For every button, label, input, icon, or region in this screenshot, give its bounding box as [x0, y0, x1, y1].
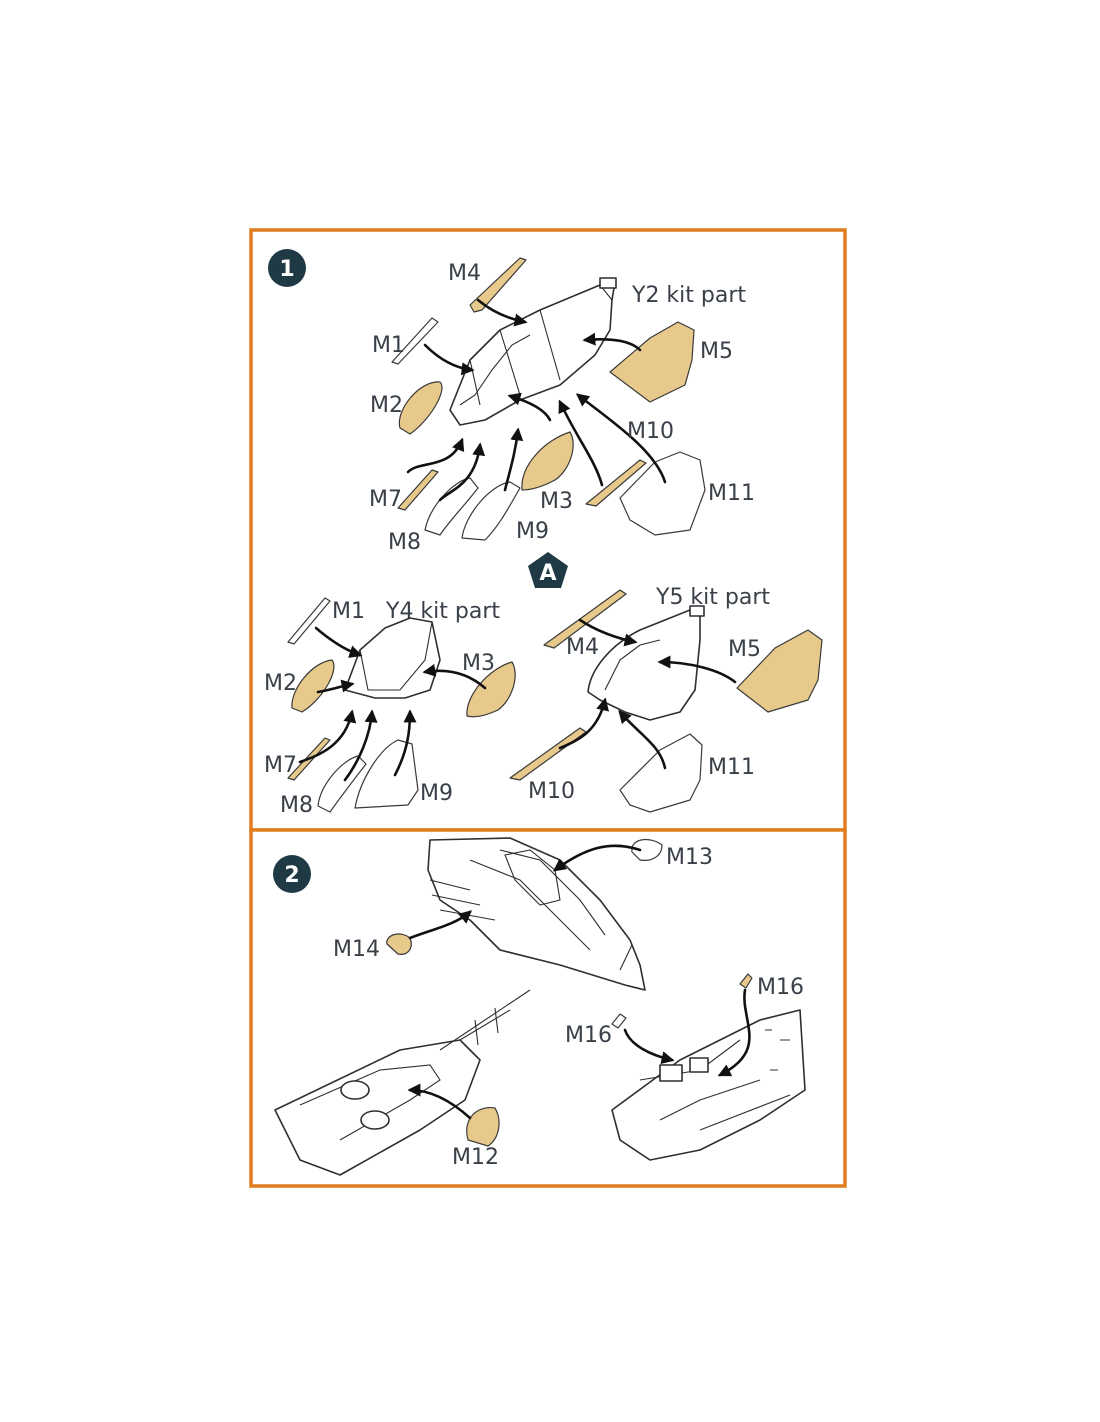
label-m14: M14 — [333, 937, 380, 962]
label-y4-m1: M1 — [332, 599, 365, 624]
mask-m16-top — [739, 973, 753, 989]
label-y4-m2: M2 — [264, 671, 297, 696]
mask-m7 — [397, 469, 439, 511]
label-m10: M10 — [627, 419, 674, 444]
mask-m9 — [461, 481, 521, 541]
mask-m3 — [521, 431, 574, 491]
label-m11: M11 — [708, 481, 755, 506]
canopy-y2-part — [449, 281, 616, 426]
label-m13: M13 — [666, 845, 713, 870]
mask-m4 — [469, 257, 527, 313]
label-m16-top: M16 — [757, 975, 804, 1000]
label-m12: M12 — [452, 1145, 499, 1170]
mask-y5-m5 — [736, 629, 823, 713]
cockpit-interior-assembly: M12 — [274, 989, 531, 1176]
mask-m5 — [609, 321, 695, 403]
mask-y4-m1 — [287, 597, 331, 645]
canopy-y5-assembly: Y5 kit part M4 M5 M11 M10 — [509, 585, 823, 813]
mask-y5-m11 — [619, 733, 703, 813]
label-y5-m10: M10 — [528, 779, 575, 804]
canopy-y5-part — [587, 609, 701, 721]
side-panel-part — [611, 1009, 806, 1161]
fuselage-nose-assembly: M13 M14 — [333, 837, 713, 991]
svg-text:A: A — [539, 561, 556, 586]
mask-m11 — [619, 451, 706, 536]
label-y4-m7: M7 — [264, 753, 297, 778]
label-m7: M7 — [369, 487, 402, 512]
mask-m13 — [631, 838, 663, 861]
label-y5-m5: M5 — [728, 637, 761, 662]
mask-m1 — [391, 317, 439, 365]
label-y5-m11: M11 — [708, 755, 755, 780]
mask-m16-left — [611, 1013, 627, 1029]
label-m2: M2 — [370, 393, 403, 418]
canopy-y4-part — [344, 617, 441, 699]
mask-y4-m3 — [466, 661, 516, 718]
canopy-y2-assembly: M4 Y2 kit part M1 M5 M2 M10 M7 M3 M11 M9… — [369, 257, 755, 555]
canopy-y4-assembly: M1 Y4 kit part M3 M2 M7 M9 M8 — [264, 597, 516, 818]
step-2-badge: 2 — [273, 855, 311, 893]
step-1-badge: 1 — [268, 249, 306, 287]
mask-m12 — [466, 1107, 500, 1147]
label-m5: M5 — [700, 339, 733, 364]
side-panel-assembly: M16 M16 — [565, 973, 806, 1161]
label-y2-kit-part: Y2 kit part — [631, 283, 746, 308]
label-y4-m9: M9 — [420, 781, 453, 806]
mask-m10 — [585, 459, 647, 507]
label-y4-kit-part: Y4 kit part — [385, 599, 500, 624]
label-m4: M4 — [448, 261, 481, 286]
label-m8: M8 — [388, 530, 421, 555]
svg-text:1: 1 — [279, 257, 294, 282]
label-m3: M3 — [540, 489, 573, 514]
label-m1: M1 — [372, 333, 405, 358]
label-m9: M9 — [516, 519, 549, 544]
mask-m2 — [398, 381, 443, 435]
mask-m8 — [424, 477, 479, 536]
label-y4-m8: M8 — [280, 793, 313, 818]
label-y4-m3: M3 — [462, 651, 495, 676]
svg-text:2: 2 — [284, 863, 299, 888]
mask-y4-m2 — [291, 659, 335, 713]
mask-y4-m8 — [317, 755, 367, 813]
cockpit-interior-part — [274, 1039, 481, 1176]
mask-y5-m4 — [543, 589, 627, 649]
label-y5-m4: M4 — [566, 635, 599, 660]
option-a-badge: A — [528, 552, 568, 588]
label-m16-left: M16 — [565, 1023, 612, 1048]
label-y5-kit-part: Y5 kit part — [655, 585, 770, 610]
